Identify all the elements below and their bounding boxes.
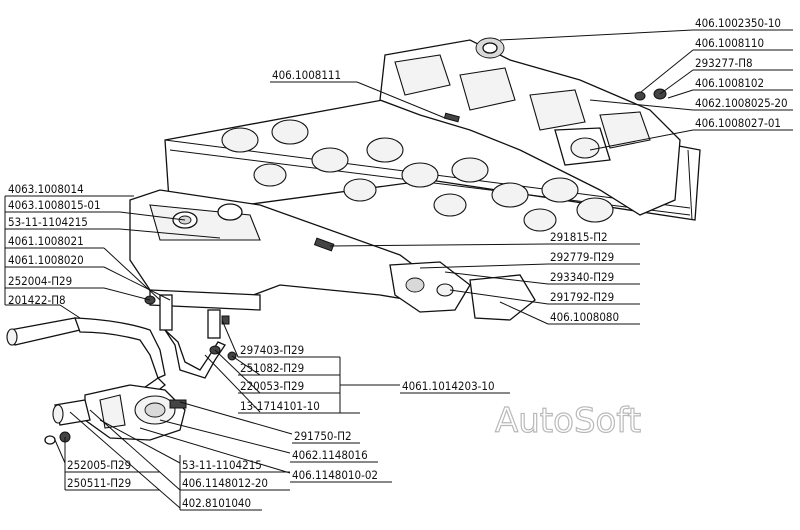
label-underlines	[5, 29, 793, 511]
label-291815-p2: 291815-П2	[550, 230, 608, 244]
label-291750-p2: 291750-П2	[294, 429, 352, 443]
label-406-1008027-01: 406.1008027-01	[695, 116, 781, 130]
watermark: AutoSoft	[495, 401, 641, 441]
label-220053-p29: 220053-П29	[240, 379, 304, 393]
leader-lines	[4, 29, 694, 510]
label-252004-p29: 252004-П29	[8, 274, 72, 288]
label-4061-1008021: 4061.1008021	[8, 234, 84, 248]
label-4061-1014203-10: 4061.1014203-10	[402, 379, 495, 393]
label-252005-p29: 252005-П29	[67, 458, 131, 472]
label-251082-p29: 251082-П29	[240, 361, 304, 375]
label-4061-1008020: 4061.1008020	[8, 253, 84, 267]
label-406-1008102: 406.1008102	[695, 76, 764, 90]
thermostat-housing	[44, 384, 187, 445]
label-4062-1008025-20: 4062.1008025-20	[695, 96, 788, 110]
label-293340-p29: 293340-П29	[550, 270, 614, 284]
label-53-11-1104215-bottom: 53-11-1104215	[182, 458, 262, 472]
label-406-1148012-20: 406.1148012-20	[182, 476, 268, 490]
label-201422-p8: 201422-П8	[8, 293, 66, 307]
label-250511-p29: 250511-П29	[67, 476, 131, 490]
label-406-1008110: 406.1008110	[695, 36, 764, 50]
exhaust-manifold	[379, 37, 681, 216]
label-406-1002350-10: 406.1002350-10	[695, 16, 781, 30]
label-293277-p8: 293277-П8	[695, 56, 753, 70]
label-402-8101040: 402.8101040	[182, 496, 251, 510]
label-406-1008080: 406.1008080	[550, 310, 619, 324]
intake-manifold	[129, 189, 536, 321]
label-406-1148010-02: 406.1148010-02	[292, 468, 378, 482]
label-4063-1008014: 4063.1008014	[8, 182, 84, 196]
label-13-1714101-10: 13-1714101-10	[240, 399, 320, 413]
label-4062-1148016: 4062.1148016	[292, 448, 368, 462]
label-291792-p29: 291792-П29	[550, 290, 614, 304]
label-53-11-1104215-top: 53-11-1104215	[8, 215, 88, 229]
label-406-1008111: 406.1008111	[272, 68, 341, 82]
label-292779-p29: 292779-П29	[550, 250, 614, 264]
label-297403-p29: 297403-П29	[240, 343, 304, 357]
part-labels: 406.1002350-10 406.1008110 293277-П8 406…	[8, 16, 788, 510]
label-4063-1008015-01: 4063.1008015-01	[8, 198, 101, 212]
